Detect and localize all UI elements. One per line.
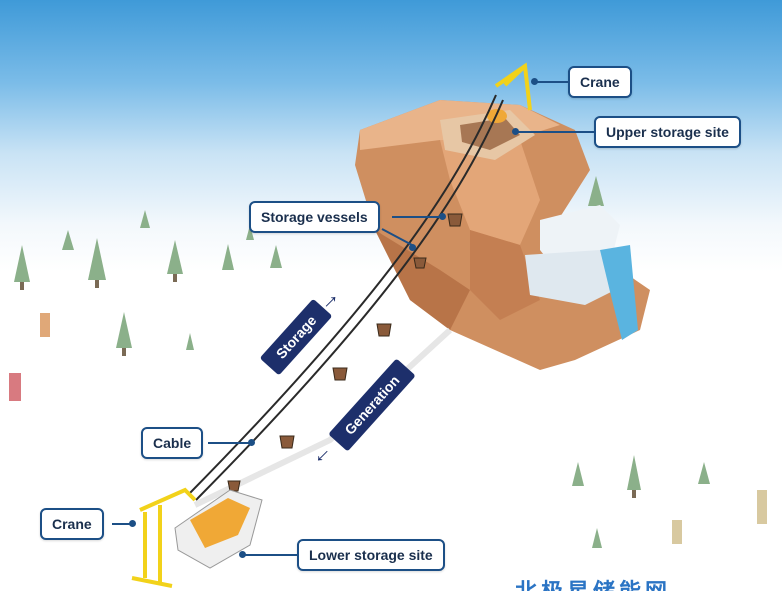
lower-storage-marker (239, 551, 246, 558)
trees (9, 176, 767, 548)
upper-crane (494, 62, 532, 111)
lower-storage-site (174, 489, 263, 569)
storage-vessels-marker-1 (439, 213, 446, 220)
storage-vessels-label: Storage vessels (249, 201, 380, 233)
upper-material (487, 109, 507, 123)
storage-vessels-leader (392, 216, 442, 218)
upper-storage-leader (515, 131, 595, 133)
lower-storage-label: Lower storage site (297, 539, 445, 571)
crane-top-label: Crane (568, 66, 632, 98)
cable-marker (248, 439, 255, 446)
lower-storage-leader (242, 554, 298, 556)
mountain (355, 100, 650, 370)
crane-top-leader (535, 81, 569, 83)
crane-bottom-leader (112, 523, 132, 525)
storage-vessels-marker-2 (409, 244, 416, 251)
crane-bottom-marker (129, 520, 136, 527)
storage-vessels (227, 213, 463, 492)
lower-crane (131, 487, 197, 588)
watermark: 北极星储能网 (515, 574, 671, 591)
cable (187, 94, 504, 501)
upper-storage-label: Upper storage site (594, 116, 741, 148)
cable-label: Cable (141, 427, 204, 459)
cable-leader (208, 442, 251, 444)
upper-storage-marker (512, 128, 519, 135)
crane-bottom-label: Crane (40, 508, 104, 540)
crane-top-marker (531, 78, 538, 85)
